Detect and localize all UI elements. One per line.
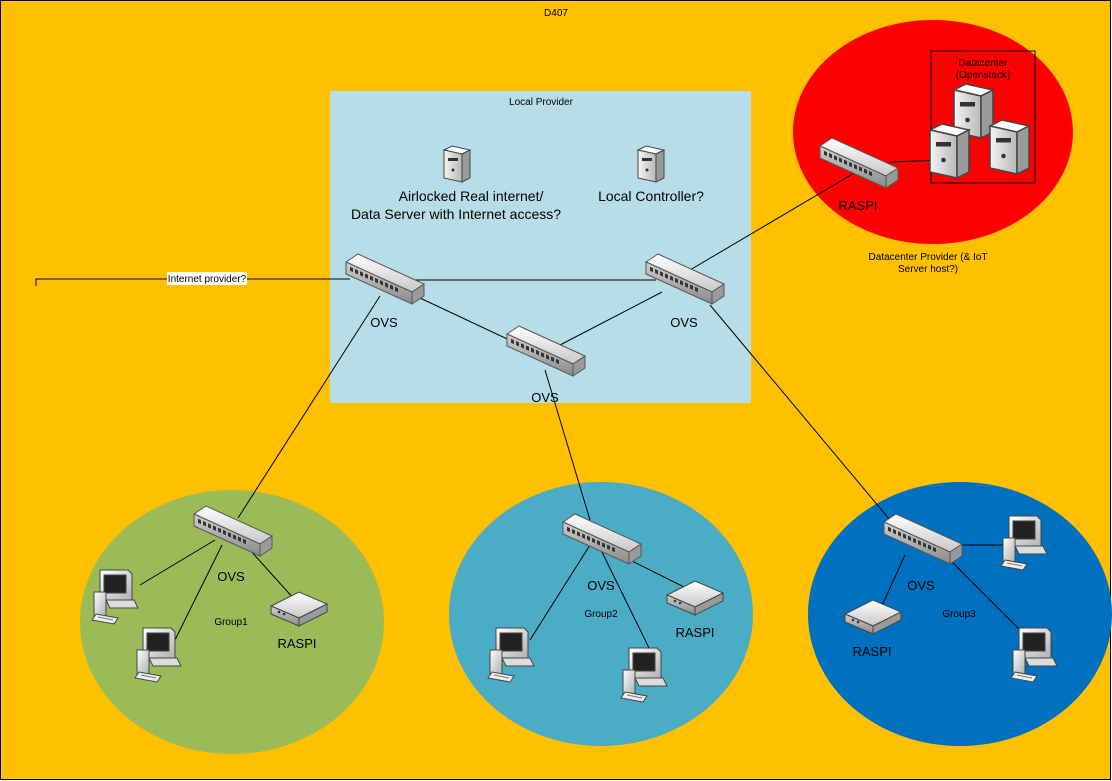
page-title: D407	[544, 8, 568, 19]
datacenter-box-label-line2: (Openstack)	[956, 70, 1010, 81]
group2-region	[449, 482, 753, 746]
local-provider-label: Local Provider	[509, 97, 574, 108]
local-controller-label: Local Controller?	[598, 188, 704, 204]
group2-ovs-label: OVS	[587, 578, 615, 593]
datacenter-caption-line2: Server host?)	[898, 264, 958, 275]
group2-raspi-label: RASPI	[675, 625, 714, 640]
group3-raspi-label: RASPI	[852, 644, 891, 659]
link-ovs3-raspi	[689, 171, 857, 271]
link-ovs3-group3	[709, 304, 891, 521]
data-server-label-line2: Data Server with Internet access?	[351, 206, 561, 222]
group2-label: Group2	[584, 609, 618, 620]
group1-raspi-label: RASPI	[277, 636, 316, 651]
data-server-label-line1: Airlocked Real internet/	[399, 188, 544, 204]
ovs-label-2: OVS	[531, 390, 559, 405]
datacenter-server-icon-3	[989, 119, 1030, 175]
link-ovs2-ovs3	[559, 291, 663, 346]
datacenter-server-icon-2	[929, 123, 970, 179]
internet-label-bg	[167, 272, 247, 285]
group1-ovs-label: OVS	[217, 569, 245, 584]
internet-provider-label: Internet provider?	[168, 274, 247, 285]
link-ovs1-ovs2	[419, 297, 521, 346]
data-server-icon	[443, 145, 471, 183]
ovs-label-1: OVS	[370, 315, 398, 330]
ovs-label-3: OVS	[670, 315, 698, 330]
controller-server-icon	[637, 145, 665, 183]
group1-region	[80, 490, 384, 754]
link-ovs1-group1	[237, 295, 381, 519]
group3-label: Group3	[942, 609, 976, 620]
group1-label: Group1	[214, 617, 248, 628]
datacenter-caption-line1: Datacenter Provider (& IoT	[869, 252, 988, 263]
link-ovs2-group2	[544, 369, 591, 521]
datacenter-box-label-line1: Datacenter	[959, 58, 1009, 69]
group3-ovs-label: OVS	[907, 578, 935, 593]
datacenter-raspi-label: RASPI	[838, 198, 877, 213]
datacenter-box	[930, 50, 1036, 184]
